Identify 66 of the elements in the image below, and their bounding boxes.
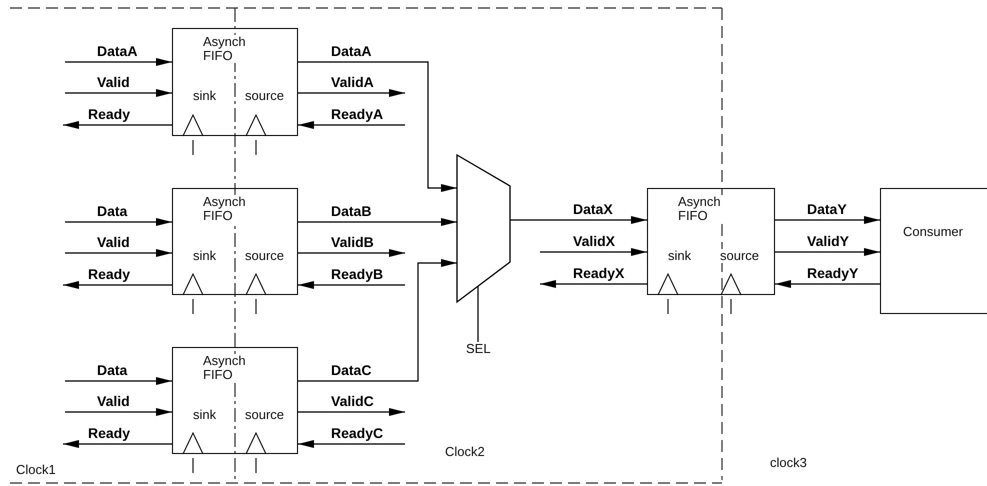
signal-label: Ready <box>88 425 130 441</box>
fifo-block <box>172 347 298 454</box>
signal-label: ReadyA <box>331 106 384 122</box>
arrow <box>298 259 457 382</box>
signal-label: DataY <box>807 201 847 217</box>
signal-label: DataA <box>97 43 138 59</box>
signal-label: ValidY <box>807 233 850 249</box>
signal-label: ValidB <box>331 234 374 250</box>
port-label: sink <box>668 249 692 263</box>
arrow <box>298 408 405 416</box>
fifo-block <box>172 28 298 136</box>
arrow <box>63 281 172 289</box>
connector-line <box>477 286 479 342</box>
signal-label: ReadyC <box>331 425 384 441</box>
multiplexer-shape <box>457 155 510 302</box>
signal-label: DataX <box>573 201 613 217</box>
signal-label: Ready <box>88 106 130 122</box>
arrow <box>540 248 647 256</box>
arrow <box>65 58 172 66</box>
signal-label: ReadyB <box>331 266 384 282</box>
arrow <box>63 440 172 448</box>
fifo-block <box>647 188 775 295</box>
arrow <box>65 89 172 97</box>
signal-label: ReadyX <box>573 265 624 281</box>
signal-label: Data <box>97 203 128 219</box>
signal-label: ValidC <box>331 393 374 409</box>
arrow <box>63 121 172 129</box>
clock-domain-label: clock3 <box>770 455 807 470</box>
signal-label: Valid <box>97 74 130 90</box>
port-label: sink <box>193 89 216 103</box>
fifo-block <box>172 188 298 295</box>
fifo-title: Asynch FIFO <box>678 195 724 223</box>
arrow <box>298 121 405 129</box>
arrow <box>775 216 880 224</box>
signal-label: Valid <box>97 234 130 250</box>
arrow <box>298 218 457 226</box>
consumer-block <box>880 188 987 314</box>
arrow <box>298 440 405 448</box>
signal-label: ReadyY <box>807 265 858 281</box>
arrow <box>65 377 172 385</box>
block-label: Consumer <box>903 225 963 239</box>
port-label: source <box>720 249 760 263</box>
signal-label: Data <box>97 362 128 378</box>
signal-label: Ready <box>88 266 130 282</box>
signal-label: ValidX <box>573 233 616 249</box>
arrow <box>298 61 457 192</box>
arrow <box>65 408 172 416</box>
arrow <box>298 249 405 257</box>
arrow <box>65 218 172 226</box>
arrow <box>775 280 880 288</box>
port-label: sink <box>193 249 216 263</box>
port-label: sink <box>193 408 216 422</box>
signal-label: DataC <box>331 362 372 378</box>
arrow <box>298 281 405 289</box>
arrow <box>510 216 647 224</box>
clock-domain-label: Clock2 <box>445 444 485 459</box>
arrow <box>65 249 172 257</box>
signal-label: ValidA <box>331 74 374 90</box>
clock-domain-label: Clock1 <box>16 462 56 477</box>
signal-label: SEL <box>466 342 491 356</box>
arrow <box>775 248 880 256</box>
signal-label: Valid <box>97 393 130 409</box>
signal-label: DataB <box>331 203 372 219</box>
arrow <box>298 89 405 97</box>
arrow <box>540 280 647 288</box>
signal-label: DataA <box>331 43 372 59</box>
